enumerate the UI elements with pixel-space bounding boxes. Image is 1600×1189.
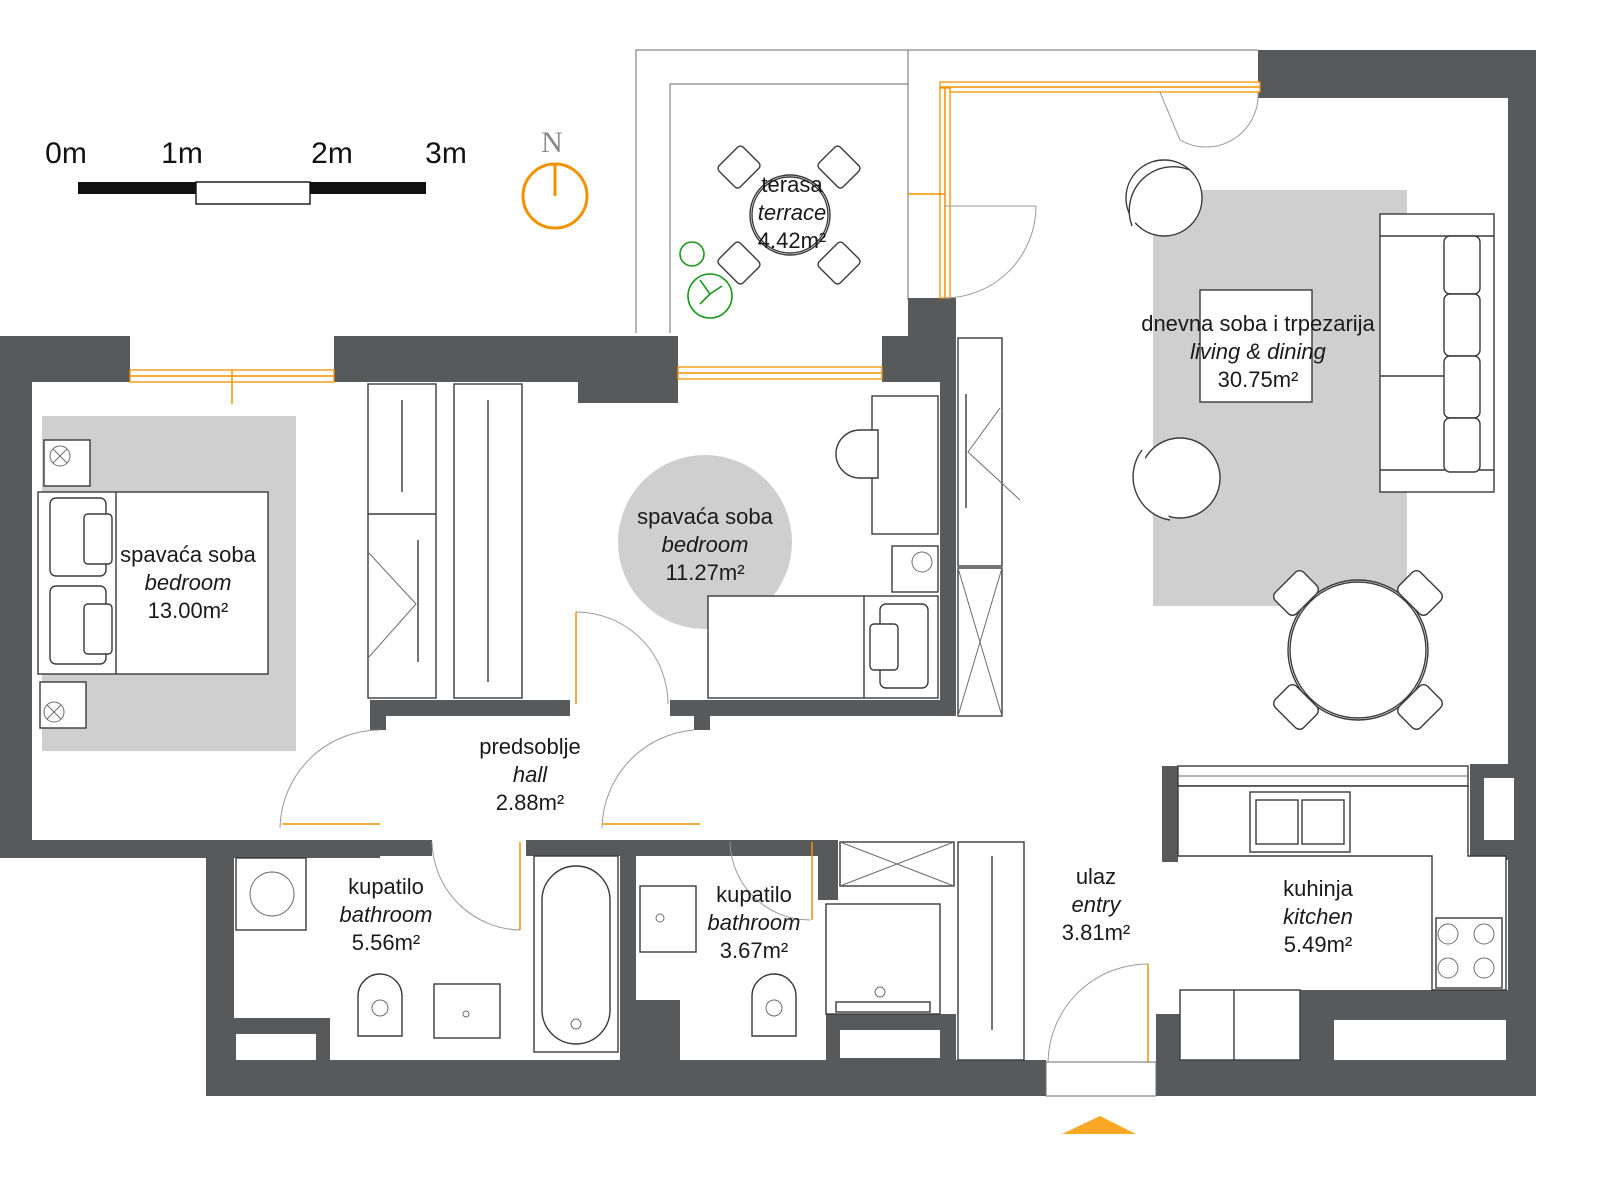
kitchen-name: kuhinja [1283,876,1353,901]
scale-tick-0: 0m [45,137,87,170]
scale-tick-1: 1m [161,137,203,170]
bath-2-area: 3.67m² [720,938,788,963]
scale-tick-3: 3m [425,137,467,170]
kitchen-name-en: kitchen [1283,904,1353,929]
living-name: dnevna soba i trpezarija [1141,311,1375,336]
entry-name-en: entry [1072,892,1123,917]
scale-tick-2: 2m [311,137,353,170]
living-name-en: living & dining [1190,339,1327,364]
hall-name-en: hall [513,762,548,787]
kitchen-furniture [1177,765,1507,1061]
bath-1-area: 5.56m² [352,930,420,955]
terrace-name: terasa [761,172,823,197]
bedroom-2-name: spavaća soba [637,504,774,529]
bedroom-1-name: spavaća soba [120,542,257,567]
room-labels: terasa terrace 4.42m² dnevna soba i trpe… [120,172,1375,963]
kitchen-area: 5.49m² [1284,932,1352,957]
bedroom-2-furniture [707,395,939,699]
living-area: 30.75m² [1218,367,1299,392]
entry-area: 3.81m² [1062,920,1130,945]
terrace-area: 4.42m² [758,228,826,253]
bedroom-1-name-en: bedroom [145,570,232,595]
bedroom-1-area: 13.00m² [148,598,229,623]
windows [129,81,1261,404]
north-label: N [541,126,563,159]
bath-2-name: kupatilo [716,882,792,907]
bath-1-name-en: bathroom [340,902,433,927]
wardrobes [367,337,1025,1061]
bedroom-1-furniture [37,439,269,729]
bathroom-furniture [235,841,955,1053]
bedroom-2-name-en: bedroom [662,532,749,557]
plant-icon [679,241,733,319]
hall-name: predsoblje [479,734,581,759]
entry-name: ulaz [1076,864,1116,889]
terrace-name-en: terrace [758,200,826,225]
bath-2-name-en: bathroom [708,910,801,935]
terrace-outline [635,49,1258,333]
living-furniture [1125,159,1495,730]
entrance-arrow-icon [1062,1116,1136,1134]
bedroom-2-area: 11.27m² [665,560,744,585]
scale-bar: 0m 1m 2m 3m [45,137,467,205]
bath-1-name: kupatilo [348,874,424,899]
hall-area: 2.88m² [496,790,564,815]
terrace-furniture [717,145,861,285]
north-icon: N [521,126,589,230]
rug-bedroom-2 [618,455,792,629]
